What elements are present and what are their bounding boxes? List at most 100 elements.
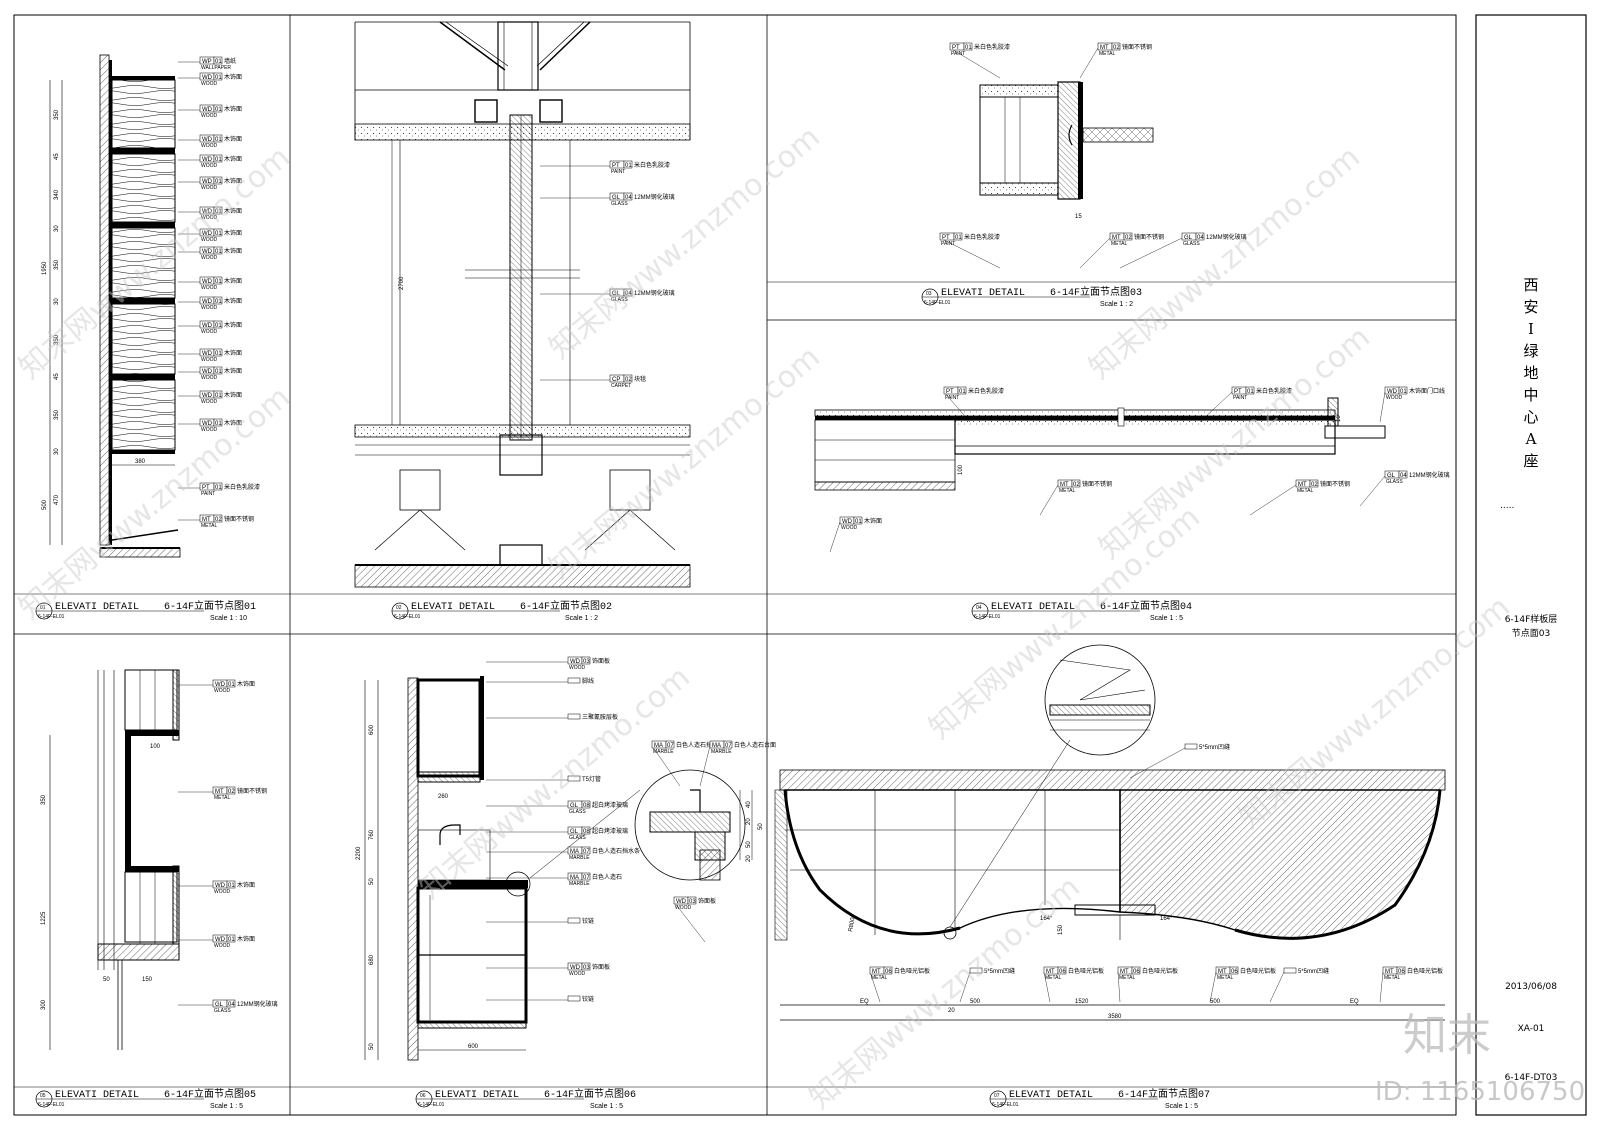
tag-category: WOOD (675, 905, 691, 911)
tag-category: CARPET (611, 383, 631, 389)
tag-number: 01 (1247, 389, 1254, 395)
tag-category: PAINT (611, 169, 625, 175)
tag-category: PAINT (941, 241, 955, 247)
tag-code: MT (1385, 969, 1394, 975)
tag-category: WOOD (201, 143, 217, 149)
detail-reference: 6-14F-EL01 (38, 1102, 65, 1108)
tag-category: METAL (1045, 975, 1062, 981)
tag-description: 白色哑光铝板 (1142, 967, 1178, 975)
tag-description: 12MM钢化玻璃 (634, 193, 675, 201)
detail-name: ELEVATI DETAIL (411, 602, 495, 613)
tag-number: 04 (1197, 235, 1204, 241)
tag-code: WD (202, 279, 213, 285)
tag-description: 块毯 (634, 375, 646, 383)
tag-code: MT (215, 789, 224, 795)
tag-category: METAL (1119, 975, 1136, 981)
tag-category: WOOD (214, 943, 230, 949)
dim-label: 500 (1210, 999, 1221, 1005)
tag-category: WOOD (201, 81, 217, 87)
project-name-char: 地 (1523, 364, 1538, 382)
dim-label: EQ (860, 999, 869, 1005)
dim-label: 30 (54, 225, 60, 232)
tag-number: 07 (725, 743, 732, 749)
tag-category: WOOD (201, 113, 217, 119)
tag-category: METAL (1217, 975, 1234, 981)
detail-03-drawing: 15 (979, 81, 1154, 220)
dim-label: 300 (41, 999, 47, 1010)
tag-description: 木饰面 (224, 349, 242, 357)
dim-label: 500 (970, 999, 981, 1005)
detail-scale: Scale 1 : 5 (210, 1103, 243, 1110)
dim-label: 15 (1075, 214, 1082, 220)
tag-code: WD (202, 75, 213, 81)
tag-number: 02 (215, 517, 222, 523)
tag-code: WD (570, 659, 581, 665)
tag-code: WD (570, 965, 581, 971)
tag-category: METAL (1099, 51, 1116, 57)
tag-number: 01 (215, 279, 222, 285)
tag-category: WOOD (214, 688, 230, 694)
material-tag: 5*5mm凹缝 (1129, 743, 1230, 779)
tag-number: 06 (1133, 969, 1140, 975)
tag-number: 04 (228, 1002, 235, 1008)
sheet-title-line-2: 节点面03 (1512, 628, 1550, 639)
detail-05-drawing: 100 350 1225 300 50 150 (41, 669, 180, 1050)
tag-description: 三聚氰胺层板 (582, 713, 618, 721)
tag-category: METAL (214, 795, 231, 801)
tag-code: GL (612, 195, 621, 201)
sheet-number: XA-01 (1518, 1024, 1545, 1034)
tag-code: WD (202, 157, 213, 163)
stamp-id: ID: 1165106750 (1375, 1077, 1585, 1107)
tag-code: WD (202, 137, 213, 143)
tag-code: WD (1387, 389, 1398, 395)
tag-number: 02 (625, 377, 632, 383)
dim-label: 100 (958, 464, 964, 475)
dim-label: 350 (54, 259, 60, 270)
detail-01-dimensions: 350 45 340 30 350 1950 30 350 45 350 30 … (42, 109, 146, 510)
detail-scale: Scale 1 : 2 (565, 615, 598, 622)
tag-category: METAL (871, 975, 888, 981)
tag-category: MARBLE (569, 855, 590, 861)
tag-number: 01 (215, 179, 222, 185)
tag-number: 07 (667, 743, 674, 749)
tag-description: 12MM钢化玻璃 (1206, 233, 1247, 241)
detail-name: ELEVATI DETAIL (991, 602, 1075, 613)
tag-code: PT (612, 163, 620, 169)
detail-reference: 6-14F-EL01 (992, 1102, 1019, 1108)
dim-label: 2200 (356, 846, 362, 860)
dim-label: 40 (746, 801, 752, 808)
tag-category: WOOD (201, 357, 217, 363)
tag-code: WD (202, 421, 213, 427)
tag-number: 01 (215, 59, 222, 65)
tag-description: 木饰面 (224, 321, 242, 329)
sheet-title-line-1: 6-14F样板层 (1505, 613, 1558, 625)
tag-code: WD (215, 937, 226, 943)
material-tag: 铰链 (486, 917, 594, 925)
tag-code: GL (1387, 473, 1396, 479)
tag-number: 01 (955, 235, 962, 241)
tag-description: 铰链 (582, 995, 594, 1003)
tag-category: GLASS (611, 297, 628, 303)
tag-number: 01 (1400, 389, 1407, 395)
tag-code: WD (676, 899, 687, 905)
tag-number: 01 (215, 369, 222, 375)
dim-label: 50 (758, 823, 764, 830)
tag-category: GLASS (1183, 241, 1200, 247)
tag-category: PAINT (201, 491, 215, 497)
